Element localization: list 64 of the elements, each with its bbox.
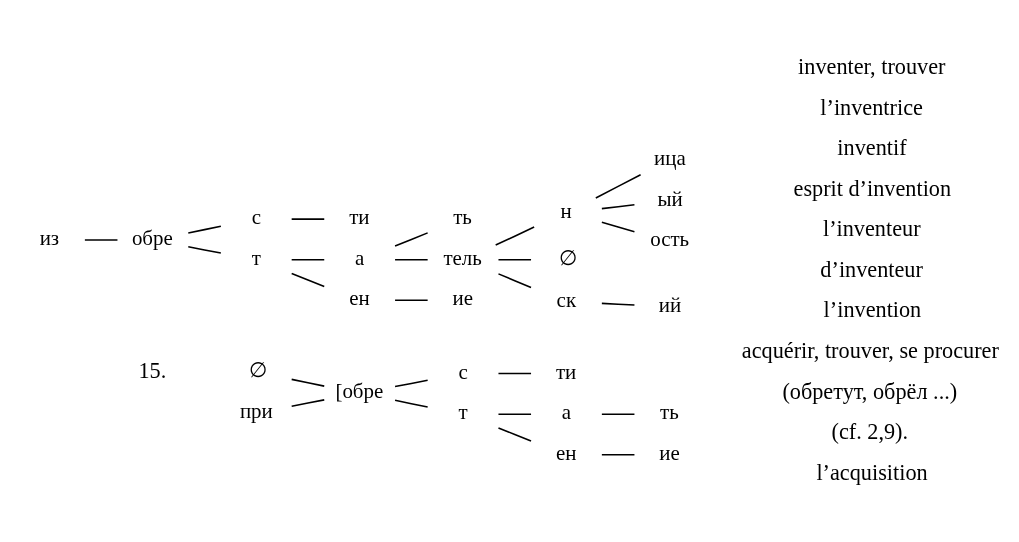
connector xyxy=(290,378,326,387)
connector xyxy=(601,412,636,415)
label: 15. xyxy=(138,357,167,383)
connector xyxy=(187,245,222,254)
node-text: [обре xyxy=(335,378,384,403)
node-text: ен xyxy=(349,285,370,310)
node-text: ти xyxy=(349,204,370,229)
label: esprit d’invention xyxy=(793,175,952,201)
connector xyxy=(394,258,429,260)
node-text: ие xyxy=(452,285,474,310)
node-text: при xyxy=(239,398,273,423)
connector xyxy=(601,453,636,456)
node-text: ий xyxy=(658,292,682,317)
node-text: тель xyxy=(443,245,482,270)
connector xyxy=(497,272,532,288)
label: inventif xyxy=(837,134,907,160)
node-text: ∅ xyxy=(249,357,268,382)
node-text: ть xyxy=(453,204,472,229)
node-text: ый xyxy=(657,186,683,211)
label: (обретут, обрёл ...) xyxy=(782,378,958,404)
label: inventer, trouver xyxy=(798,53,946,79)
connector xyxy=(394,399,429,408)
node-text: ица xyxy=(654,145,686,170)
node-text: с xyxy=(458,359,468,384)
label: (cf. 2,9). xyxy=(831,418,909,444)
connector xyxy=(494,225,535,246)
label: l’inventeur xyxy=(822,215,921,241)
node-text: т xyxy=(458,399,468,424)
node-text: ен xyxy=(555,440,577,465)
node-text: из xyxy=(39,225,60,250)
label: l’inventrice xyxy=(820,94,923,120)
node-text: ть xyxy=(660,399,679,424)
connector xyxy=(497,426,532,442)
connector xyxy=(497,258,532,260)
connector xyxy=(601,302,636,306)
node-text: а xyxy=(355,245,365,270)
connector xyxy=(601,221,636,232)
connector xyxy=(290,217,326,220)
label: d’inventeur xyxy=(820,256,923,282)
connector xyxy=(290,398,326,407)
label: acquérir, trouver, se procurer xyxy=(741,337,999,363)
node-text: н xyxy=(560,198,572,223)
connector xyxy=(394,231,429,247)
label: l’invention xyxy=(823,296,922,322)
connector xyxy=(84,238,119,241)
node-text: с xyxy=(251,204,261,229)
connector xyxy=(595,173,642,199)
connector xyxy=(290,272,326,287)
node-text: обре xyxy=(131,225,173,250)
connector xyxy=(394,378,429,387)
node-text: ость xyxy=(650,226,690,251)
node-text: т xyxy=(251,245,261,270)
connector xyxy=(290,258,326,260)
node-text: ск xyxy=(556,287,577,312)
connector xyxy=(601,203,636,209)
node-text: ие xyxy=(659,440,680,465)
connector xyxy=(187,224,222,234)
connector xyxy=(497,372,532,374)
connector xyxy=(497,412,532,415)
node-text: ∅ xyxy=(559,245,578,270)
label: l’acquisition xyxy=(816,459,928,485)
node-text: ти xyxy=(555,359,577,384)
node-text: а xyxy=(561,399,572,424)
connector xyxy=(394,299,429,301)
